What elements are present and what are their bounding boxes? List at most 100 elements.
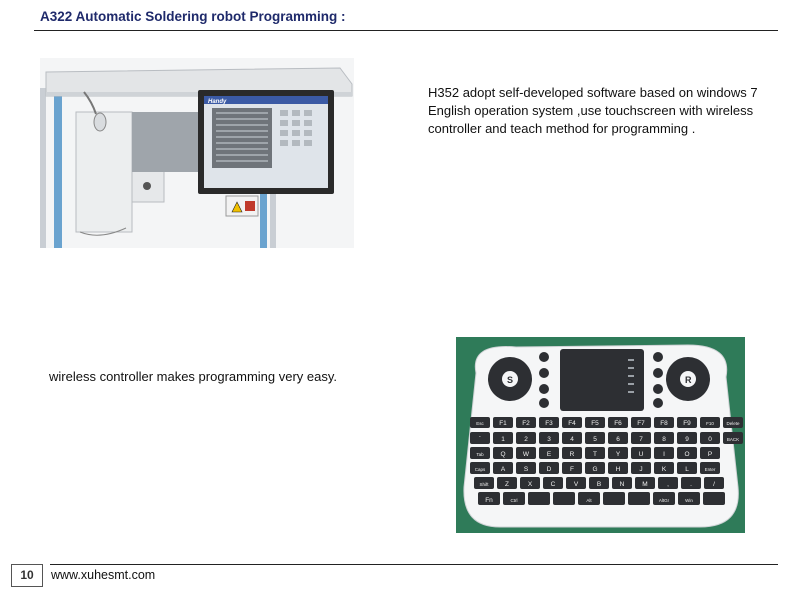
svg-text:S: S	[507, 375, 513, 385]
keyboard-key	[677, 417, 697, 428]
keyboard-key-label: Alt	[586, 498, 592, 503]
keyboard-key-label: 6	[616, 436, 620, 443]
keyboard-key	[470, 432, 490, 444]
keyboard-key-label: M	[642, 481, 647, 488]
keyboard-key	[700, 462, 720, 474]
keyboard-key-label: F2	[522, 420, 530, 427]
keyboard-key	[635, 477, 655, 489]
keyboard-key	[539, 417, 559, 428]
keyboard-key-label: F9	[683, 420, 691, 427]
keyboard-key	[612, 477, 632, 489]
keyboard-key	[654, 417, 674, 428]
keyboard-key	[520, 477, 540, 489]
keyboard-key	[493, 462, 513, 474]
keyboard-key-label: F4	[568, 420, 576, 427]
keyboard-key	[608, 417, 628, 428]
keyboard-key	[516, 417, 536, 428]
keyboard-key-label: Y	[616, 451, 621, 458]
keyboard-key	[585, 417, 605, 428]
keyboard-key	[470, 447, 490, 459]
keyboard-key-label: Z	[505, 481, 509, 488]
keyboard-key	[528, 492, 550, 505]
keyboard-key-label: 5	[593, 436, 597, 443]
keyboard-key-label: B	[597, 481, 601, 488]
controller-description: wireless controller makes programming ve…	[49, 369, 338, 384]
keyboard-key	[608, 447, 628, 459]
keyboard-key-label: C	[551, 481, 556, 488]
keyboard-key-label: W	[523, 451, 530, 458]
keyboard-key	[608, 462, 628, 474]
screen-logo: Handy	[208, 99, 227, 105]
keyboard-key-label: 8	[662, 436, 666, 443]
keyboard-key	[474, 477, 494, 489]
keyboard-key	[658, 477, 678, 489]
keyboard-key-label: Enter	[705, 467, 716, 472]
keyboard-key-label: BACK	[727, 437, 739, 442]
keyboard-key	[723, 417, 743, 428]
keyboard-key-label: F3	[545, 420, 553, 427]
software-description: H352 adopt self-developed software based…	[428, 85, 758, 136]
keyboard-key-label: 1	[501, 436, 505, 443]
keyboard-key-label: ,	[667, 481, 669, 488]
keyboard-key	[677, 447, 697, 459]
keyboard-key-label: Esc	[476, 421, 484, 426]
keyboard-key-label: AltGr	[659, 498, 670, 503]
keyboard-key-label: 7	[639, 436, 643, 443]
keyboard-key-label: Shift	[479, 482, 489, 487]
keyboard-key-label: F6	[614, 420, 622, 427]
keyboard-key-label: O	[684, 451, 689, 458]
keyboard-key-label: A	[501, 466, 506, 473]
keyboard-key-label: L	[685, 466, 689, 473]
keyboard-key-label: F	[570, 466, 574, 473]
keyboard-key-label: .	[690, 481, 692, 488]
keyboard-key-label: Ctrl	[511, 498, 518, 503]
keyboard-key	[723, 432, 743, 444]
keyboard-key-label: `	[479, 436, 481, 443]
keyboard-key	[470, 417, 490, 428]
keyboard-key	[654, 447, 674, 459]
keyboard-key	[493, 447, 513, 459]
keyboard-key	[585, 432, 605, 444]
keyboard-key-label: J	[639, 466, 642, 473]
keyboard-key-label: U	[639, 451, 644, 458]
keyboard-key	[470, 462, 490, 474]
keyboard-key-label: 2	[524, 436, 528, 443]
keyboard-key-label: Caps	[475, 467, 486, 472]
title-divider	[34, 30, 778, 31]
keyboard-key	[631, 432, 651, 444]
keyboard-key	[516, 462, 536, 474]
keyboard-key-label: G	[592, 466, 597, 473]
keyboard-key	[516, 432, 536, 444]
keyboard-key	[578, 492, 600, 505]
website-url[interactable]: www.xuhesmt.com	[51, 568, 156, 582]
soldering-robot-photo: Handy	[40, 58, 354, 248]
keyboard-key-label: S	[524, 466, 529, 473]
keyboard-key-label: R	[570, 451, 575, 458]
keyboard-key-label: F5	[591, 420, 599, 427]
footer-divider	[50, 564, 778, 565]
keyboard-key	[478, 492, 500, 505]
keyboard-key-label: F7	[637, 420, 645, 427]
keyboard-key	[631, 417, 651, 428]
keyboard-key	[654, 432, 674, 444]
keyboard-key-label: X	[528, 481, 533, 488]
keyboard-key	[603, 492, 625, 505]
keyboard-key	[539, 447, 559, 459]
svg-text:R: R	[685, 375, 692, 385]
keyboard-key-label: K	[662, 466, 667, 473]
keyboard-key-label: Win	[685, 498, 693, 503]
keyboard-key	[678, 492, 700, 505]
keyboard-key-label: I	[663, 451, 665, 458]
keyboard-key	[631, 462, 651, 474]
keyboard-key	[585, 447, 605, 459]
keyboard-key	[543, 477, 563, 489]
keyboard-key-label: /	[713, 481, 715, 488]
keyboard-key-label: Delete	[726, 421, 740, 426]
keyboard-key	[516, 447, 536, 459]
keyboard-key-label: 9	[685, 436, 689, 443]
keyboard-key-label: F8	[660, 420, 668, 427]
page-number: 10	[11, 564, 43, 587]
keyboard-key-label: Tab	[476, 452, 484, 457]
keyboard-key	[585, 462, 605, 474]
